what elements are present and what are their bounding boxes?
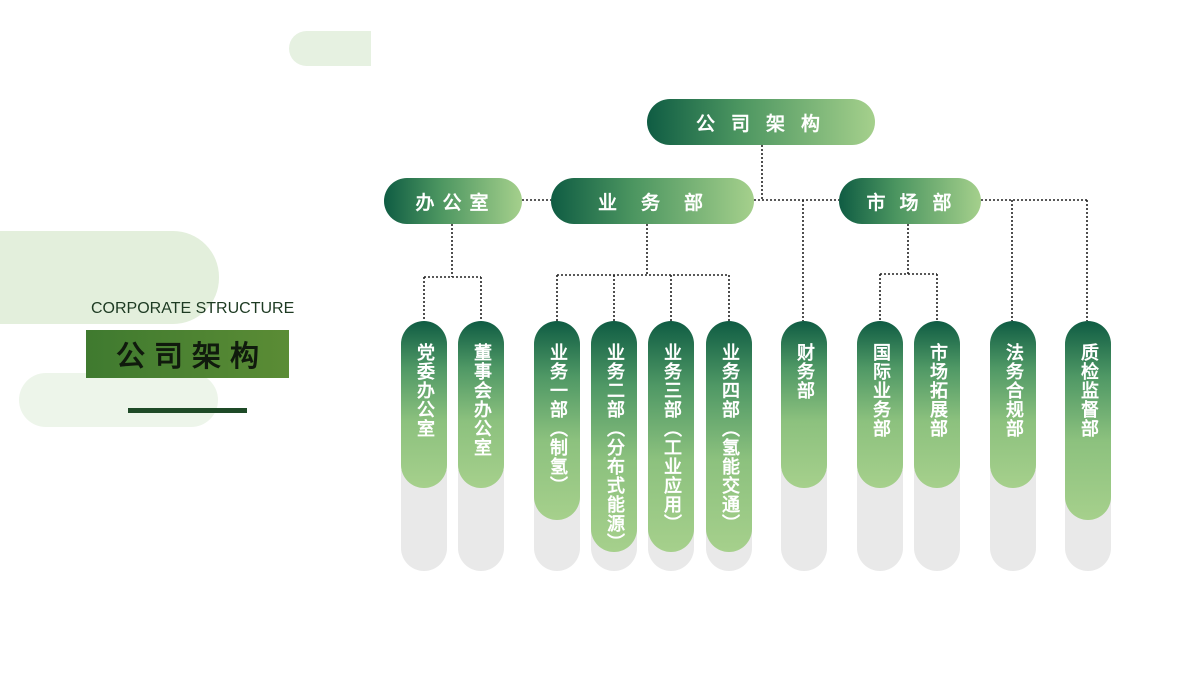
decor-shape-low	[19, 373, 218, 427]
dept-party-office: 党委办公室	[401, 321, 447, 488]
dept-board-office: 董事会办公室	[458, 321, 504, 488]
dept-business-4: 业务四部（氢能交通）	[706, 321, 752, 552]
dept-label: 董事会办公室	[471, 343, 492, 457]
dept-label: 业务三部（工业应用）	[661, 343, 682, 533]
org-node-office: 办公室	[384, 178, 522, 224]
page-subtitle: CORPORATE STRUCTURE	[91, 300, 295, 317]
dept-business-2: 业务二部（分布式能源）	[591, 321, 637, 552]
org-node-market: 市场部	[839, 178, 981, 224]
dept-label: 法务合规部	[1003, 343, 1024, 438]
dept-international: 国际业务部	[857, 321, 903, 488]
decor-shape-top	[289, 31, 371, 66]
page-title: 公司架构	[115, 339, 268, 373]
dept-label: 财务部	[794, 343, 815, 400]
dept-label: 业务一部（制氢）	[547, 343, 568, 495]
dept-label: 业务四部（氢能交通）	[719, 343, 740, 533]
org-root-node: 公司架构	[647, 99, 875, 145]
org-node-business: 业务部	[551, 178, 754, 224]
dept-label: 市场拓展部	[927, 343, 948, 438]
dept-label: 党委办公室	[414, 343, 435, 438]
decor-shape-mid	[0, 231, 219, 324]
dept-business-3: 业务三部（工业应用）	[648, 321, 694, 552]
dept-label: 国际业务部	[870, 343, 891, 438]
dept-market-expansion: 市场拓展部	[914, 321, 960, 488]
title-underline	[128, 408, 247, 413]
dept-finance: 财务部	[781, 321, 827, 488]
dept-label: 质检监督部	[1078, 343, 1099, 438]
dept-legal: 法务合规部	[990, 321, 1036, 488]
dept-quality: 质检监督部	[1065, 321, 1111, 520]
dept-business-1: 业务一部（制氢）	[534, 321, 580, 520]
dept-label: 业务二部（分布式能源）	[604, 343, 625, 552]
page-title-box: 公司架构	[86, 330, 289, 378]
